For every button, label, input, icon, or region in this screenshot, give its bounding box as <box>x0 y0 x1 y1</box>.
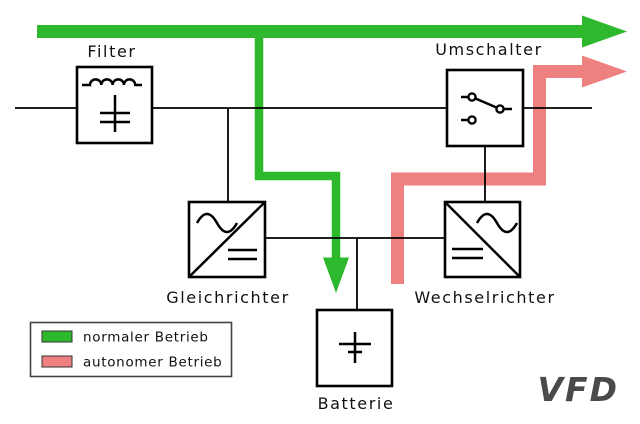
vfd-watermark: VFD <box>538 370 619 409</box>
legend-swatch-normal <box>41 330 73 343</box>
battery-icon <box>339 332 371 363</box>
inductor-icon <box>82 78 142 87</box>
umschalter-label: Umschalter <box>435 40 543 59</box>
switch-blade <box>475 97 497 109</box>
gleichrichter-block <box>187 200 267 279</box>
ac-sine-icon <box>475 212 519 234</box>
converter-diagonal <box>189 202 265 277</box>
dc-equals-icon <box>228 248 257 261</box>
legend-label-normal: normaler Betrieb <box>83 330 209 346</box>
ac-sine-icon <box>195 212 239 234</box>
capacitor-icon <box>100 95 130 132</box>
legend: normaler Betrieb autonomer Betrieb <box>29 321 233 378</box>
legend-swatch-autonomous <box>41 355 73 368</box>
batterie-label: Batterie <box>318 394 395 413</box>
legend-label-autonomous: autonomer Betrieb <box>83 355 222 371</box>
wechselrichter-label: Wechselrichter <box>414 288 555 307</box>
normal-path-branch <box>254 25 341 259</box>
switch-contact-top-icon <box>467 92 477 102</box>
umschalter-block <box>445 68 525 148</box>
autonomous-path-line <box>391 65 583 284</box>
normal-path-down-arrowhead-icon <box>323 257 349 293</box>
gleichrichter-label: Gleichrichter <box>166 288 290 307</box>
converter-diagonal <box>445 202 520 277</box>
autonomous-operation-path <box>391 55 627 284</box>
dc-equals-icon <box>452 247 483 260</box>
switch-pole-icon <box>495 104 505 114</box>
switch-contact-bottom-icon <box>467 115 477 125</box>
autonomous-path-right-arrowhead-icon <box>582 55 627 88</box>
batterie-block <box>315 308 394 388</box>
normal-path-right-arrowhead-icon <box>582 15 627 48</box>
wechselrichter-block <box>443 200 522 279</box>
normal-operation-path <box>37 15 627 293</box>
filter-label: Filter <box>87 42 136 61</box>
filter-block <box>75 65 154 145</box>
